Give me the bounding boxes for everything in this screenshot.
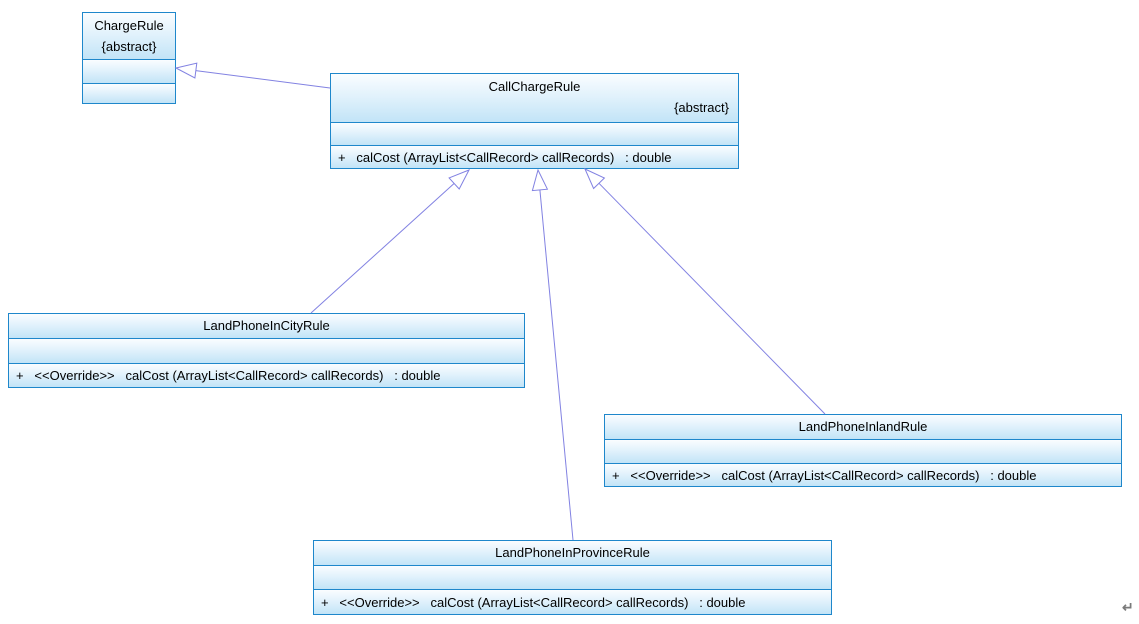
attributes-text — [605, 440, 1121, 463]
generalization-line-LandPhoneInCityRule[interactable] — [310, 183, 455, 314]
generalization-arrowhead-CallChargeRule[interactable] — [174, 62, 198, 79]
methods-compartment: + <<Override>> calCost (ArrayList<CallRe… — [9, 363, 524, 387]
class-name-label: LandPhoneInlandRule — [798, 419, 928, 434]
name-compartment: LandPhoneInlandRule — [605, 415, 1121, 439]
class-name-label: CallChargeRule — [488, 79, 581, 94]
class-name-label: LandPhoneInCityRule — [203, 318, 330, 333]
class-box-chargerule[interactable]: ChargeRule {abstract} — [82, 12, 176, 104]
class-box-callchargerule[interactable]: CallChargeRule {abstract} + calCost (Arr… — [330, 73, 739, 169]
generalization-arrowhead-LandPhoneInlandRule[interactable] — [584, 167, 606, 190]
methods-compartment: + <<Override>> calCost (ArrayList<CallRe… — [314, 589, 831, 614]
attributes-compartment — [331, 122, 738, 145]
attributes-text — [9, 339, 524, 363]
attributes-compartment — [314, 565, 831, 589]
generalization-line-CallChargeRule[interactable] — [195, 70, 331, 89]
generalization-arrowhead-LandPhoneInCityRule[interactable] — [448, 169, 471, 190]
class-box-landphoneinlandrule[interactable]: LandPhoneInlandRule + <<Override>> calCo… — [604, 414, 1122, 487]
class-box-landphoneincityrule[interactable]: LandPhoneInCityRule + <<Override>> calCo… — [8, 313, 525, 388]
name-compartment: CallChargeRule {abstract} — [331, 74, 738, 122]
attributes-compartment — [9, 338, 524, 363]
methods-text — [83, 84, 175, 103]
methods-text: + <<Override>> calCost (ArrayList<CallRe… — [612, 467, 1037, 483]
attributes-text — [314, 566, 831, 589]
generalization-line-LandPhoneInlandRule[interactable] — [598, 182, 826, 415]
name-compartment: LandPhoneInCityRule — [9, 314, 524, 338]
class-name-label: ChargeRule — [94, 18, 164, 33]
methods-compartment: + calCost (ArrayList<CallRecord> callRec… — [331, 145, 738, 168]
name-compartment: ChargeRule {abstract} — [83, 13, 175, 59]
class-name-label: LandPhoneInProvinceRule — [495, 545, 650, 560]
generalization-arrowhead-LandPhoneInProvinceRule[interactable] — [531, 168, 549, 192]
abstract-label: {abstract} — [674, 100, 729, 115]
abstract-label: {abstract} — [101, 39, 157, 54]
attributes-compartment — [605, 439, 1121, 463]
methods-compartment: + <<Override>> calCost (ArrayList<CallRe… — [605, 463, 1121, 486]
methods-text: + <<Override>> calCost (ArrayList<CallRe… — [321, 594, 746, 610]
return-mark: ↵ — [1122, 599, 1134, 615]
attributes-compartment — [83, 59, 175, 83]
generalization-line-LandPhoneInProvinceRule[interactable] — [539, 189, 574, 541]
methods-compartment — [83, 83, 175, 103]
attributes-text — [331, 123, 738, 145]
methods-text: + calCost (ArrayList<CallRecord> callRec… — [338, 149, 672, 165]
attributes-text — [83, 60, 175, 83]
methods-text: + <<Override>> calCost (ArrayList<CallRe… — [16, 368, 441, 383]
name-compartment: LandPhoneInProvinceRule — [314, 541, 831, 565]
class-box-landphoneinprovincerule[interactable]: LandPhoneInProvinceRule + <<Override>> c… — [313, 540, 832, 615]
